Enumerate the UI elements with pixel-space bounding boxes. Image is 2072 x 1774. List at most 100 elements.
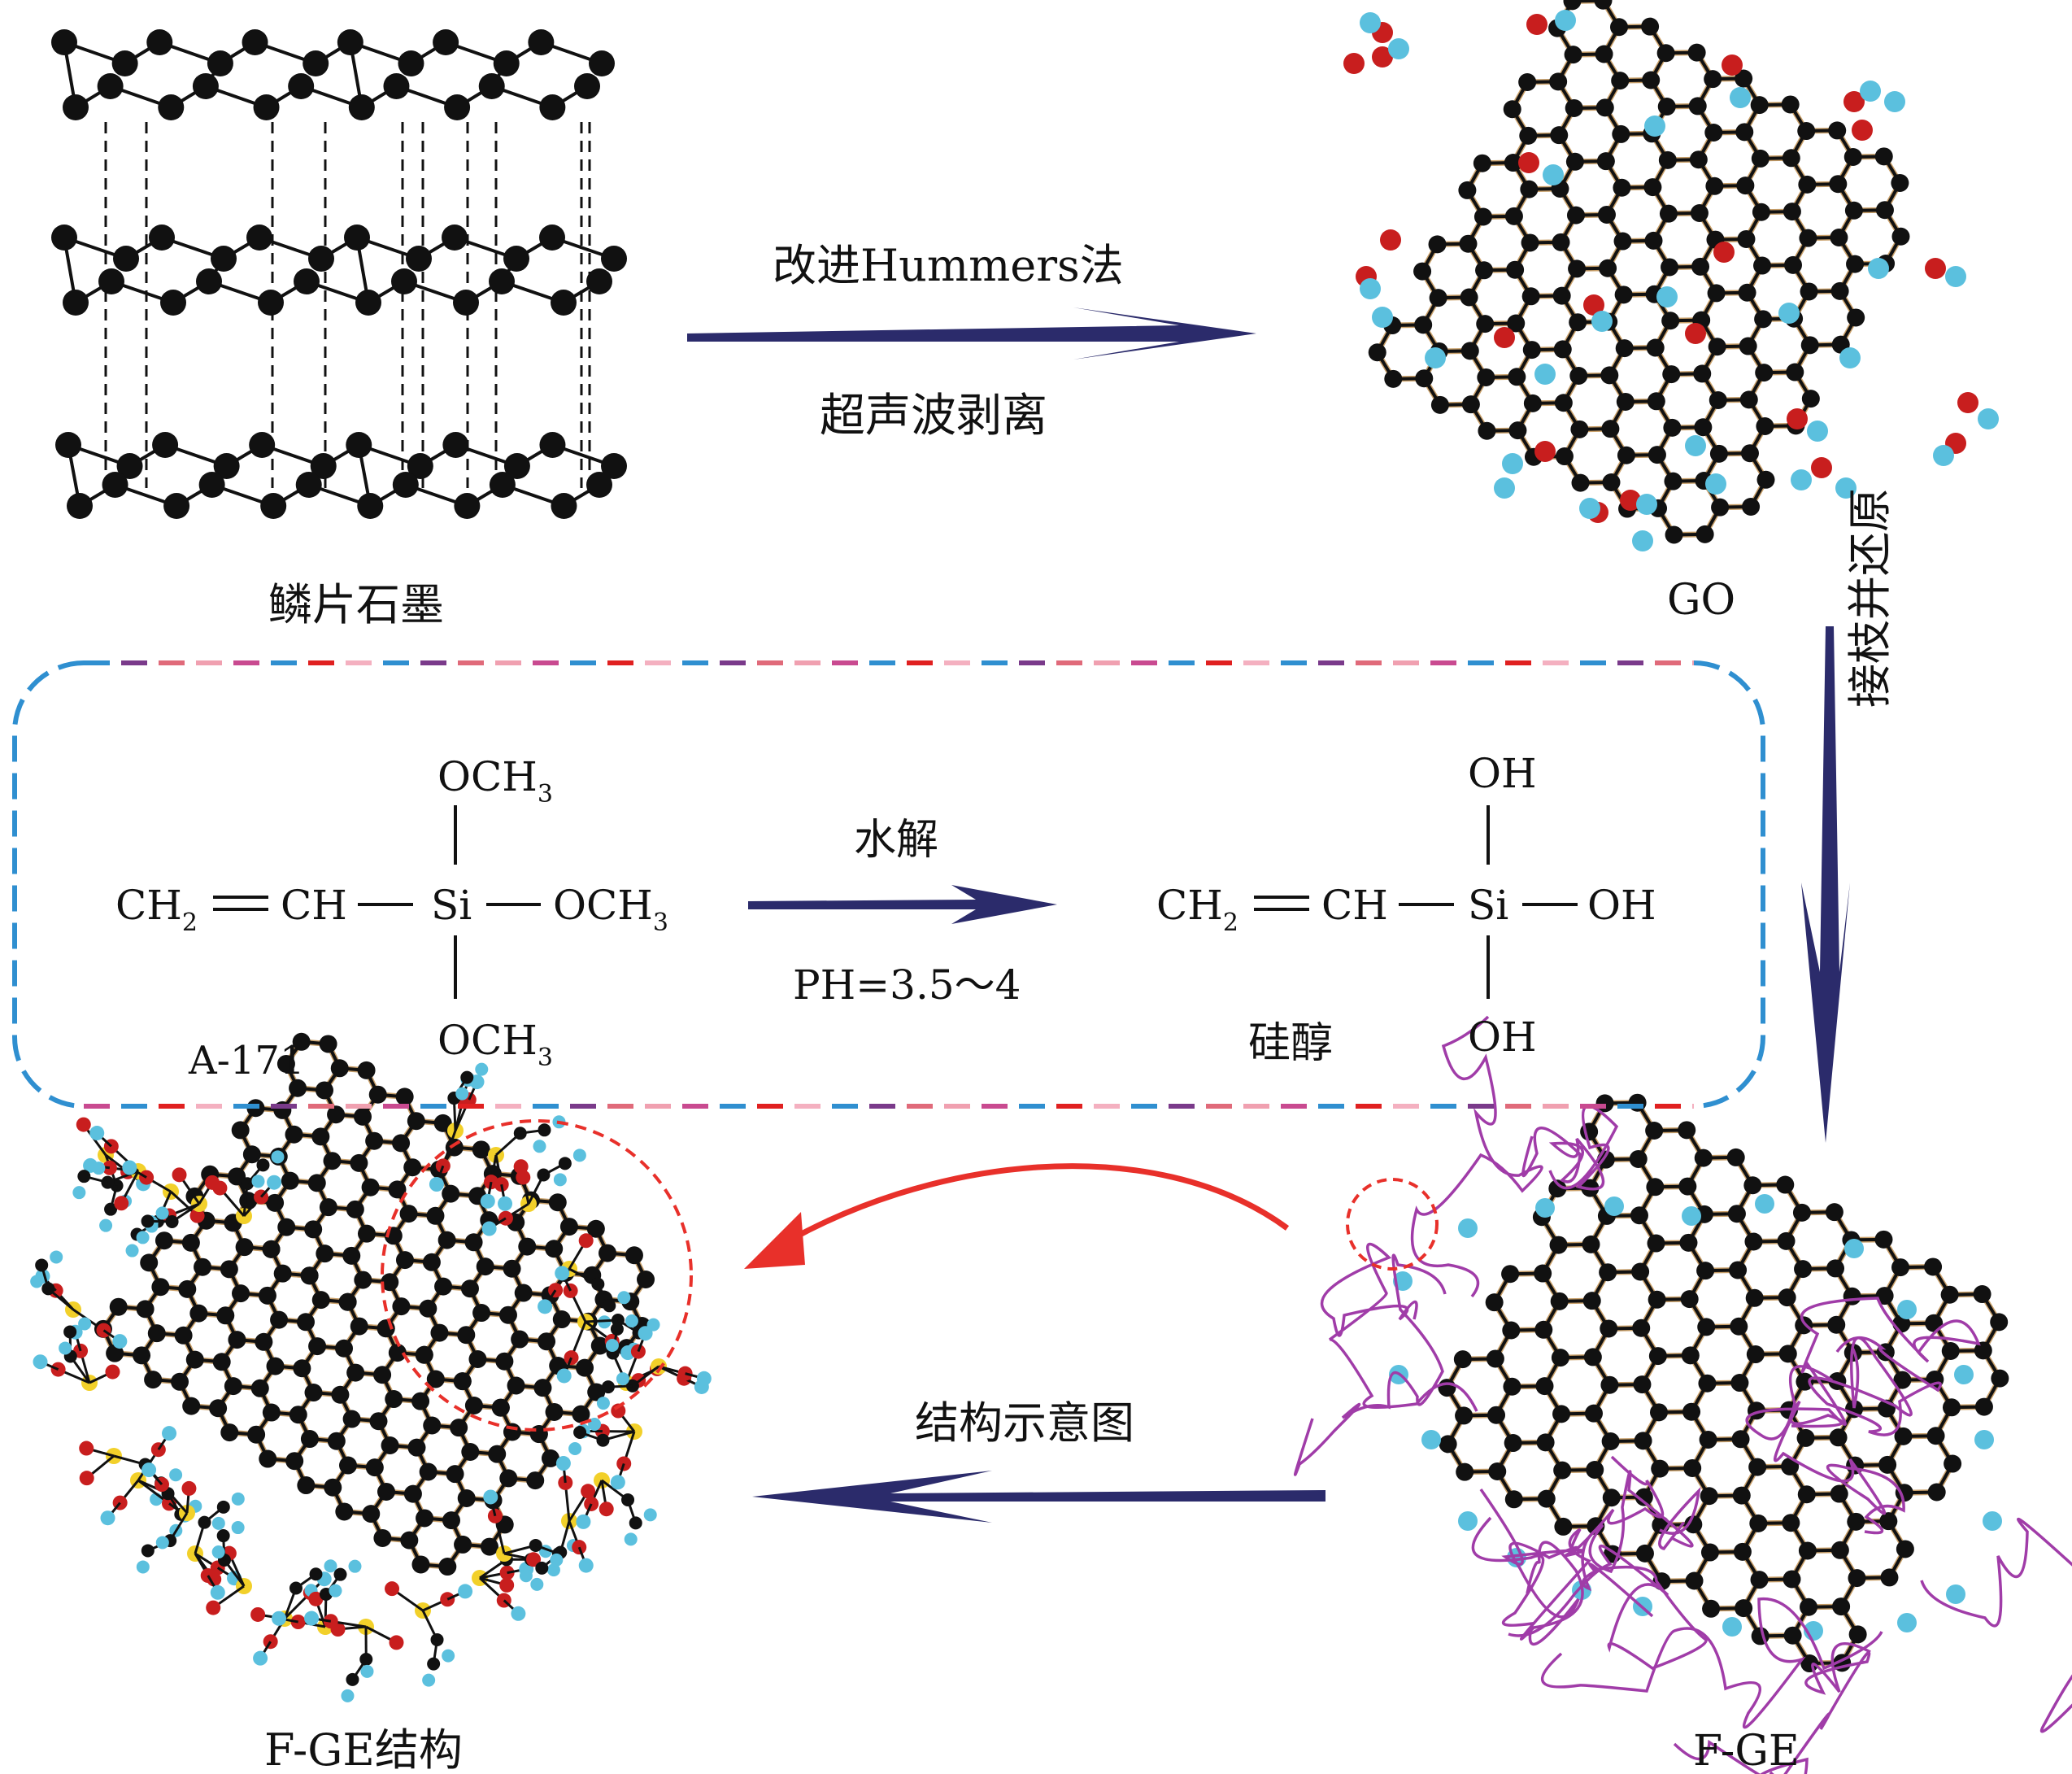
carbon-atom — [407, 453, 433, 479]
carbon-atom — [1752, 203, 1770, 221]
carbon-atom — [212, 1353, 231, 1371]
carbon-atom — [293, 1359, 311, 1378]
oxygen-atom — [1957, 392, 1978, 413]
carbon-atom — [368, 1085, 387, 1104]
carbon-atom — [300, 1430, 319, 1449]
carbon-atom — [67, 493, 93, 519]
hydrogen-atom — [696, 1371, 712, 1386]
hydrogen-atom — [112, 1334, 128, 1349]
carbon-atom — [460, 1279, 479, 1298]
carbon-atom — [1687, 43, 1706, 62]
carbon-atom — [392, 472, 419, 498]
hydrogen-atom — [553, 1173, 567, 1187]
hydrogen-atom — [162, 1426, 177, 1441]
carbon-atom — [590, 1336, 609, 1355]
hydrogen-atom — [1656, 286, 1678, 307]
carbon-atom — [102, 472, 128, 498]
carbon-atom — [373, 1528, 392, 1547]
carbon-atom — [539, 94, 566, 120]
hydrogen-atom — [1579, 498, 1600, 519]
carbon-atom — [260, 493, 287, 519]
oxygen-atom — [105, 1364, 120, 1380]
carbon-atom — [350, 1317, 368, 1336]
carbon-atom — [1778, 1288, 1796, 1307]
carbon-atom — [637, 1271, 655, 1289]
carbon-atom — [1368, 343, 1386, 362]
carbon-atom — [442, 432, 469, 458]
carbon-atom — [1413, 262, 1432, 281]
carbon-atom — [1552, 233, 1570, 251]
carbon-atom — [539, 432, 566, 458]
carbon-atom — [289, 1406, 307, 1424]
red-arrowhead — [744, 1212, 805, 1269]
carbon-atom — [507, 1376, 525, 1395]
carbon-atom — [1800, 336, 1819, 355]
hydrogen-atom — [251, 1175, 265, 1188]
carbon-atom — [1778, 1345, 1797, 1363]
carbon-atom — [1783, 255, 1802, 274]
carbon-atom — [1504, 207, 1523, 225]
oxygen-atom — [1787, 408, 1808, 429]
carbon-atom — [551, 493, 577, 519]
carbon-atom — [1735, 69, 1753, 88]
carbon-atom — [1709, 391, 1727, 410]
carbon-atom — [1570, 420, 1589, 438]
hydrogen-atom — [271, 1150, 285, 1164]
carbon-atom — [1549, 72, 1568, 91]
carbon-atom — [235, 1238, 254, 1257]
hydrogen-atom — [1388, 38, 1409, 59]
carbon-atom — [1875, 201, 1894, 220]
oxygen-atom — [250, 1606, 266, 1622]
carbon-atom — [207, 50, 233, 76]
hydrogen-atom — [1644, 116, 1665, 137]
carbon-atom — [1476, 315, 1495, 333]
carbon-atom — [1553, 340, 1572, 359]
carbon-atom — [1973, 1285, 1991, 1304]
carbon-atom — [518, 1237, 537, 1256]
fge-structure — [1294, 1015, 2072, 1774]
carbon-atom — [1551, 1349, 1569, 1367]
step3-text: 结构示意图 — [915, 1397, 1134, 1449]
carbon-atom — [1564, 46, 1582, 64]
hydrogen-atom — [1534, 364, 1556, 385]
carbon-atom — [416, 1509, 434, 1528]
polymer-chain — [1745, 1297, 1981, 1441]
fge-structure-label: F-GE结构 — [264, 1724, 463, 1774]
carbon-atom — [327, 1105, 346, 1124]
carbon-atom — [335, 1502, 354, 1521]
carbon-atom — [574, 73, 600, 99]
carbon-atom — [1602, 1489, 1621, 1507]
carbon-atom — [1694, 1149, 1713, 1167]
carbon-atom — [273, 1264, 292, 1283]
carbon-atom — [246, 224, 272, 251]
carbon-atom — [400, 1531, 419, 1550]
polymer-chain — [1774, 1400, 1905, 1535]
hydrogen-atom — [1685, 435, 1706, 456]
carbon-atom — [1635, 1544, 1654, 1563]
carbon-atom — [1473, 154, 1491, 172]
carbon-atom — [1571, 473, 1590, 492]
hydrogen-atom — [1933, 445, 1954, 466]
oxygen-atom — [1811, 457, 1832, 478]
carbon-atom — [1705, 177, 1724, 195]
carbon-atom — [388, 1180, 407, 1199]
carbon-atom — [1565, 152, 1584, 171]
carbon-atom — [339, 1456, 358, 1475]
carbon-atom — [457, 1489, 476, 1507]
fge-highlight-circle — [1346, 1178, 1439, 1271]
carbon-atom — [535, 1561, 549, 1575]
carbon-atom — [1582, 1235, 1600, 1253]
carbon-atom — [457, 1326, 476, 1345]
carbon-atom — [1941, 1341, 1960, 1360]
hydrogen-atom — [422, 1673, 436, 1687]
reaction-box — [12, 660, 1765, 1109]
hydrogen-atom — [136, 1560, 150, 1574]
carbon-atom — [1635, 1488, 1653, 1506]
carbon-atom — [307, 1174, 326, 1192]
carbon-atom — [403, 1158, 422, 1177]
hydrogen-atom — [125, 1244, 139, 1257]
hydrogen-atom — [1978, 408, 1999, 429]
oxygen-atom — [1620, 490, 1641, 511]
carbon-atom — [442, 1184, 460, 1203]
hydrogen-atom — [546, 1563, 560, 1577]
